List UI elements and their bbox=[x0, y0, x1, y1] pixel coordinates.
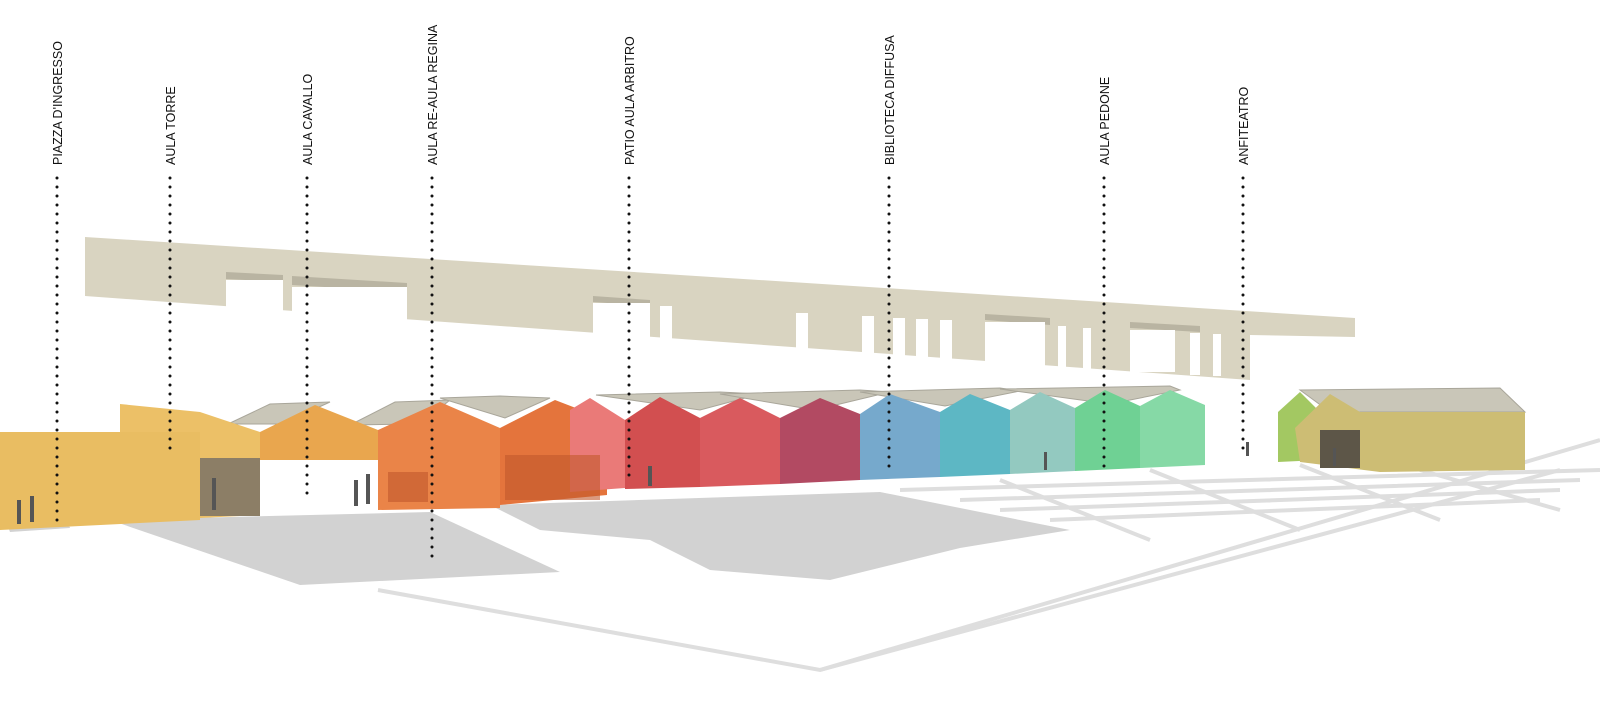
svg-text:AULA RE-AULA REGINA: AULA RE-AULA REGINA bbox=[426, 24, 440, 165]
label-anfiteatro: ANFITEATRO bbox=[1237, 86, 1251, 457]
building-pedone-1 bbox=[1010, 392, 1075, 474]
label-aula-re-regina: AULA RE-AULA REGINA bbox=[426, 24, 440, 567]
canopy bbox=[85, 237, 1355, 380]
label-aula-pedone: AULA PEDONE bbox=[1098, 77, 1112, 472]
svg-text:ANFITEATRO: ANFITEATRO bbox=[1237, 86, 1251, 165]
svg-text:PATIO AULA ARBITRO: PATIO AULA ARBITRO bbox=[623, 36, 637, 165]
building-aula-arbitro-2 bbox=[700, 398, 780, 487]
label-aula-torre: AULA TORRE bbox=[164, 86, 178, 457]
building-piazza bbox=[0, 432, 200, 530]
label-biblioteca-diffusa: BIBLIOTECA DIFFUSA bbox=[883, 34, 897, 472]
label-patio-aula-arbitro: PATIO AULA ARBITRO bbox=[623, 36, 637, 482]
building-pedone-3 bbox=[1140, 390, 1205, 468]
svg-text:BIBLIOTECA DIFFUSA: BIBLIOTECA DIFFUSA bbox=[883, 34, 897, 165]
svg-text:AULA TORRE: AULA TORRE bbox=[164, 86, 178, 165]
building-pedone-2 bbox=[1075, 390, 1140, 471]
svg-text:PIAZZA D'INGRESSO: PIAZZA D'INGRESSO bbox=[51, 41, 65, 165]
svg-text:AULA CAVALLO: AULA CAVALLO bbox=[301, 73, 315, 165]
building-biblioteca-1 bbox=[780, 398, 860, 484]
building-aula-arbitro-1 bbox=[625, 397, 700, 489]
building-biblioteca-2 bbox=[860, 394, 940, 480]
label-aula-cavallo: AULA CAVALLO bbox=[301, 73, 315, 502]
building-biblioteca-3 bbox=[940, 394, 1010, 477]
buildings bbox=[0, 385, 1527, 530]
building-aula-cavallo bbox=[260, 405, 378, 460]
label-piazza-ingresso: PIAZZA D'INGRESSO bbox=[51, 41, 65, 527]
section-labels: PIAZZA D'INGRESSO AULA TORRE AULA CAVALL… bbox=[51, 24, 1251, 567]
svg-text:AULA PEDONE: AULA PEDONE bbox=[1098, 77, 1112, 165]
